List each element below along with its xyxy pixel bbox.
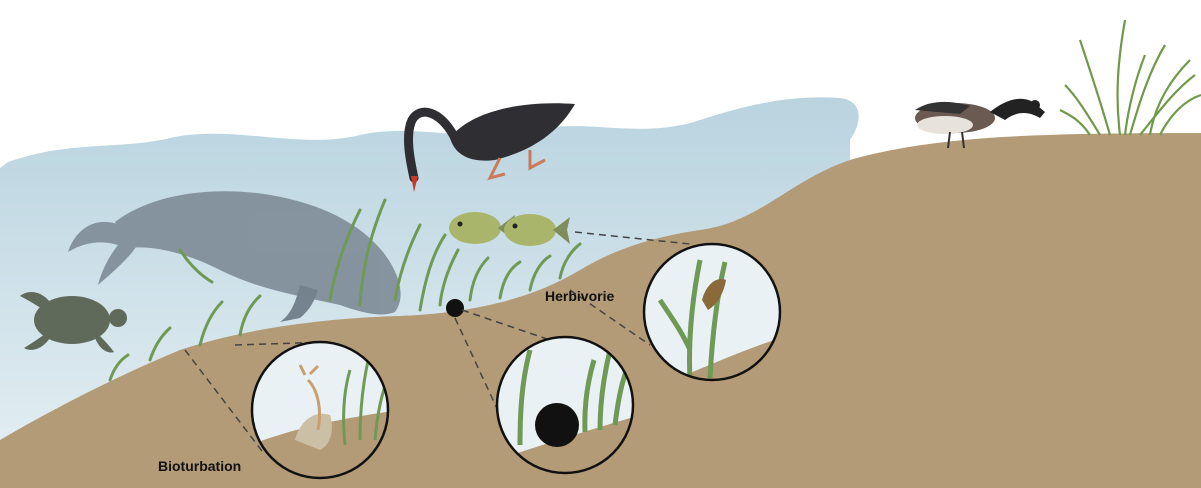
sea-urchin-closeup-icon — [535, 403, 579, 447]
sea-urchin-icon — [446, 299, 464, 317]
dune-grass-icon — [1060, 20, 1201, 135]
herbivory-label: Herbivorie — [545, 288, 614, 304]
bioturbation-label: Bioturbation — [158, 458, 241, 474]
